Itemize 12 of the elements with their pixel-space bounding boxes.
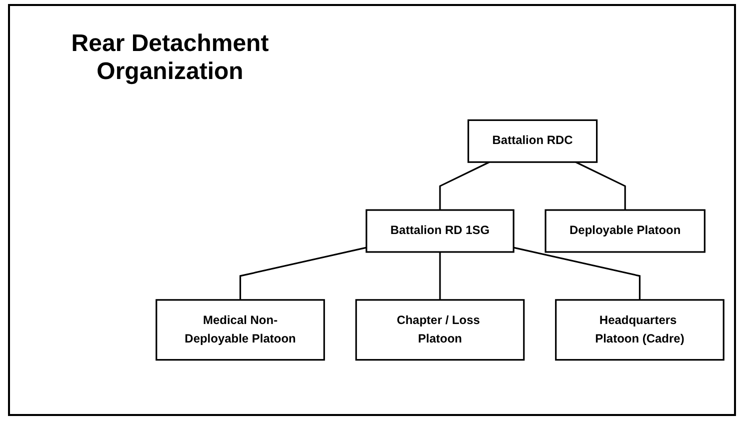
node-box: Battalion RD 1SG	[366, 209, 514, 253]
diagram-title: Rear Detachment Organization	[70, 30, 270, 86]
node-box: Chapter / Loss Platoon	[355, 299, 525, 361]
connector	[575, 161, 626, 210]
node-box: Deployable Platoon	[544, 209, 706, 253]
node-box: Battalion RDC	[468, 119, 598, 163]
connector	[239, 246, 367, 300]
connector	[513, 246, 641, 300]
node-box: Medical Non-Deployable Platoon	[156, 299, 325, 361]
connector	[439, 161, 490, 210]
connector	[439, 252, 441, 300]
node-box: Headquarters Platoon (Cadre)	[555, 299, 724, 361]
